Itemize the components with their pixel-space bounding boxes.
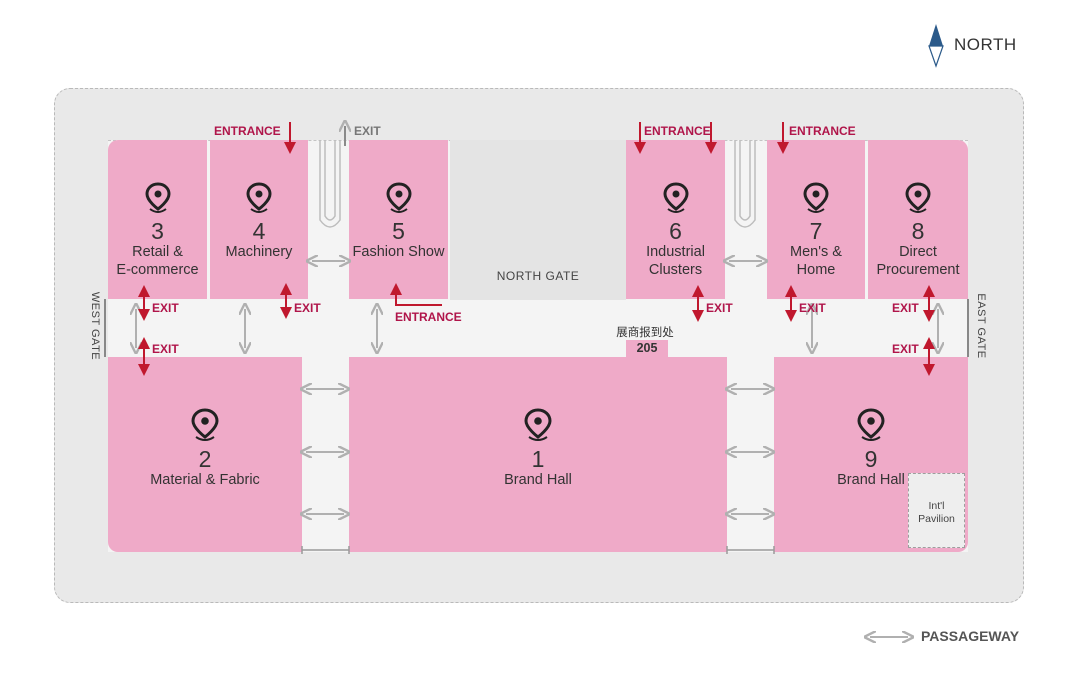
exit-label: EXIT xyxy=(892,342,919,356)
hall-number: 1 xyxy=(531,446,545,472)
north-gate-label: NORTH GATE xyxy=(496,269,580,283)
hall-number: 4 xyxy=(252,218,266,244)
hall-name-line: Procurement xyxy=(876,262,960,278)
west-gate-bar xyxy=(104,299,106,357)
hall-name-line: Brand Hall xyxy=(837,472,905,488)
escalator-icon xyxy=(734,140,756,228)
entrance-label: ENTRANCE xyxy=(644,124,711,138)
intl-pavilion[interactable]: Int'l Pavilion xyxy=(908,473,965,548)
hall-7[interactable]: 7 Men's & Home xyxy=(767,140,865,299)
entrance-arrow-icon xyxy=(390,283,442,306)
hall-number: 9 xyxy=(864,446,878,472)
exit-label: EXIT xyxy=(892,301,919,315)
hall-number: 6 xyxy=(669,218,682,244)
location-pin-icon xyxy=(803,182,829,213)
hall-4[interactable]: 4 Machinery xyxy=(210,140,308,299)
hall-1[interactable]: 1 Brand Hall xyxy=(349,357,727,552)
location-pin-icon xyxy=(905,182,931,213)
hall-number: 2 xyxy=(198,446,212,472)
exit-label: EXIT xyxy=(294,301,321,315)
hall-name-line: E-commerce xyxy=(116,262,199,278)
east-gate-bar xyxy=(967,299,969,357)
location-pin-icon xyxy=(144,182,171,213)
hall-name-line: Home xyxy=(796,262,836,278)
hall-5[interactable]: 5 Fashion Show xyxy=(349,140,448,299)
hall-name-line: Brand Hall xyxy=(504,472,572,488)
hall-number: 8 xyxy=(911,218,925,244)
hall-number: 3 xyxy=(151,218,164,244)
exit-label: EXIT xyxy=(152,301,179,315)
hall-2[interactable]: 2 Material & Fabric xyxy=(108,357,302,552)
exit-label: EXIT xyxy=(706,301,733,315)
hall-3[interactable]: 3 Retail & E-commerce xyxy=(108,140,207,299)
hall-name-line: Retail & xyxy=(132,244,183,260)
location-pin-icon xyxy=(662,182,689,213)
location-pin-icon xyxy=(191,408,219,441)
exit-label: EXIT xyxy=(799,301,826,315)
entrance-label: ENTRANCE xyxy=(395,310,462,324)
hall-name-line: Men's & xyxy=(790,244,842,260)
escalator-icon xyxy=(319,140,341,228)
registration-room[interactable]: 205 xyxy=(626,340,668,357)
pavilion-line: Pavilion xyxy=(918,513,955,525)
location-pin-icon xyxy=(385,182,412,213)
double-arrow-icon xyxy=(866,630,912,644)
hall-8[interactable]: 8 Direct Procurement xyxy=(868,140,968,299)
exit-label: EXIT xyxy=(354,124,381,138)
hall-6[interactable]: 6 Industrial Clusters xyxy=(626,140,725,299)
compass-label: NORTH xyxy=(954,35,1017,54)
location-pin-icon xyxy=(524,408,552,441)
hall-name-line: Fashion Show xyxy=(352,244,445,260)
location-pin-icon xyxy=(246,182,272,213)
north-gate-plaza xyxy=(450,140,626,300)
hall-name-line: Clusters xyxy=(648,262,703,278)
exit-label: EXIT xyxy=(152,342,179,356)
hall-name-line: Machinery xyxy=(225,244,293,260)
hall-number: 7 xyxy=(809,218,823,244)
location-pin-icon xyxy=(857,408,885,441)
pavilion-line: Int'l xyxy=(928,500,945,512)
legend-label: PASSAGEWAY xyxy=(921,628,1020,644)
hall-name-line: Direct xyxy=(899,244,937,260)
entrance-label: ENTRANCE xyxy=(789,124,856,138)
compass-needle-icon xyxy=(928,24,944,68)
compass xyxy=(928,24,944,73)
entrance-label: ENTRANCE xyxy=(214,124,281,138)
hall-number: 5 xyxy=(392,218,405,244)
registration-label: 展商报到处 xyxy=(616,327,674,339)
hall-name-line: Material & Fabric xyxy=(150,472,260,488)
hall-name-line: Industrial xyxy=(646,244,705,260)
